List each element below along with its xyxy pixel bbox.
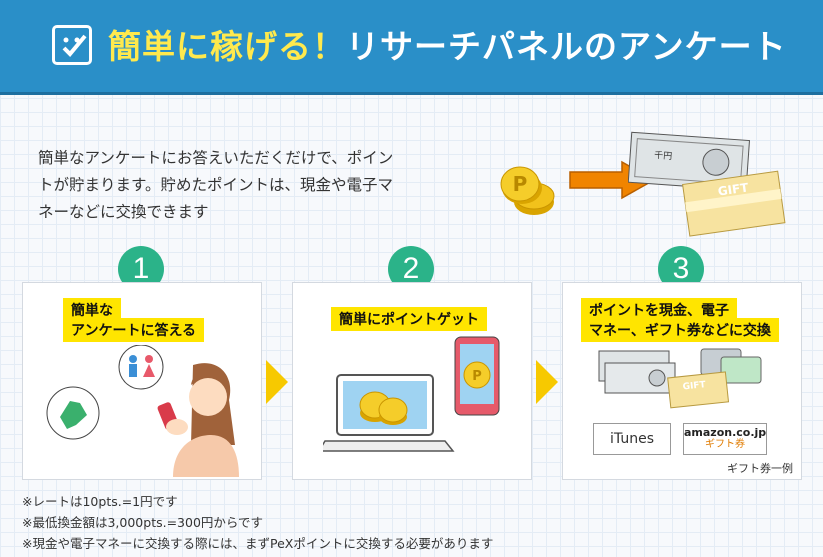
intro-line: 簡単なアンケートにお答えいただくだけで、ポイン bbox=[38, 149, 394, 167]
amazon-card: amazon.co.jp ギフト券 bbox=[683, 423, 767, 455]
title-highlight: 簡単に稼げる！ bbox=[108, 27, 346, 66]
intro-line: トが貯まります。貯めたポイントは、現金や電子マ bbox=[38, 176, 393, 194]
amazon-logo-text: amazon.co.jp bbox=[684, 426, 767, 439]
footnotes: ※レートは10pts.=1円です ※最低換金額は3,000pts.=300円から… bbox=[22, 491, 493, 554]
step-1-label: アンケートに答える bbox=[63, 318, 205, 342]
survey-person-illustration bbox=[46, 345, 239, 477]
header-banner: 簡単に稼げる！リサーチパネルのアンケート bbox=[0, 0, 823, 95]
money-gift-illustration: 千円 GIFT bbox=[628, 131, 786, 237]
checklist-logo-icon bbox=[52, 25, 92, 65]
coins-illustration: P bbox=[500, 166, 555, 215]
itunes-card: iTunes bbox=[593, 423, 671, 455]
step-2-label: 簡単にポイントゲット bbox=[331, 307, 487, 331]
gift-card-caption: ギフト券一例 bbox=[727, 462, 793, 475]
laptop-phone-illustration: P bbox=[323, 336, 500, 452]
step-arrow-icon bbox=[536, 360, 558, 404]
footnote: ※現金や電子マネーに交換する際には、まずPeXポイントに交換する必要があります bbox=[22, 536, 494, 551]
footnote: ※レートは10pts.=1円です bbox=[22, 494, 178, 509]
gift-text: GIFT bbox=[717, 180, 750, 198]
footnote: ※最低換金額は3,000pts.=300円からです bbox=[22, 515, 264, 530]
coin-letter: P bbox=[472, 369, 482, 384]
gift-text: GIFT bbox=[682, 380, 707, 392]
coin-letter: P bbox=[513, 172, 528, 196]
intro-line: ネーなどに交換できます bbox=[38, 203, 209, 221]
title-rest: リサーチパネルのアンケート bbox=[346, 27, 787, 66]
step-3-card: ポイントを現金、電子 マネー、ギフト券などに交換 GIFT iTunes ama… bbox=[562, 282, 802, 480]
step-1-card: 簡単な アンケートに答える bbox=[22, 282, 262, 480]
amazon-gift-label: ギフト券 bbox=[705, 439, 745, 450]
step-3-label: マネー、ギフト券などに交換 bbox=[581, 318, 779, 342]
step-2-card: 簡単にポイントゲット P bbox=[292, 282, 532, 480]
page-title: 簡単に稼げる！リサーチパネルのアンケート bbox=[108, 20, 787, 68]
cash-cards-illustration: GIFT bbox=[598, 348, 762, 409]
bill-text: 千円 bbox=[654, 150, 673, 162]
intro-text: 簡単なアンケートにお答えいただくだけで、ポイン トが貯まります。貯めたポイントは… bbox=[38, 145, 468, 226]
step-arrow-icon bbox=[266, 360, 288, 404]
